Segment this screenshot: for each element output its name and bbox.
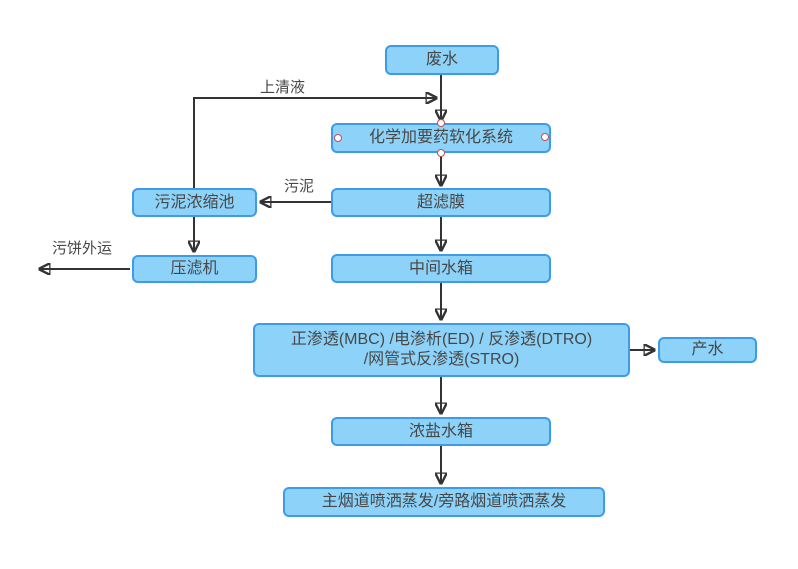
node-filter-press[interactable]: 压滤机	[132, 255, 257, 283]
node-flue-spray-evaporation[interactable]: 主烟道喷洒蒸发/旁路烟道喷洒蒸发	[283, 487, 605, 517]
node-wastewater[interactable]: 废水	[385, 45, 499, 75]
node-sludge-thickener[interactable]: 污泥浓缩池	[132, 188, 257, 217]
connection-handle-right[interactable]	[541, 133, 549, 141]
node-ultrafiltration[interactable]: 超滤膜	[331, 188, 551, 217]
edge-label-supernatant: 上清液	[260, 79, 306, 96]
node-wastewater-label: 废水	[425, 51, 458, 68]
node-product-water-label: 产水	[691, 341, 724, 358]
node-membrane-system-label-line1: 正渗透(MBC) /电渗析(ED) / 反渗透(DTRO)	[290, 331, 593, 348]
edge-sludge-thickener-supernatant-return[interactable]	[193, 98, 437, 188]
edge-label-sludge-cake-outbound: 污饼外运	[52, 240, 113, 257]
connection-handle-left[interactable]	[334, 134, 342, 142]
node-membrane-system[interactable]: 正渗透(MBC) /电渗析(ED) / 反渗透(DTRO) /网管式反渗透(ST…	[253, 323, 630, 377]
connection-handle-bottom[interactable]	[437, 149, 445, 157]
node-brine-tank-label: 浓盐水箱	[408, 422, 473, 440]
node-flue-spray-evaporation-label: 主烟道喷洒蒸发/旁路烟道喷洒蒸发	[321, 493, 567, 510]
connection-handle-top[interactable]	[437, 119, 445, 127]
node-product-water[interactable]: 产水	[658, 337, 757, 363]
node-brine-tank[interactable]: 浓盐水箱	[331, 417, 551, 446]
node-chemical-softening-label: 化学加要药软化系统	[368, 129, 513, 146]
node-ultrafiltration-label: 超滤膜	[416, 193, 465, 211]
node-intermediate-tank-label: 中间水箱	[408, 259, 473, 277]
edge-label-sludge: 污泥	[284, 178, 315, 195]
node-intermediate-tank[interactable]: 中间水箱	[331, 254, 551, 283]
node-membrane-system-label-line2: /网管式反渗透(STRO)	[363, 351, 520, 368]
node-filter-press-label: 压滤机	[170, 260, 219, 277]
node-sludge-thickener-label: 污泥浓缩池	[154, 193, 235, 211]
